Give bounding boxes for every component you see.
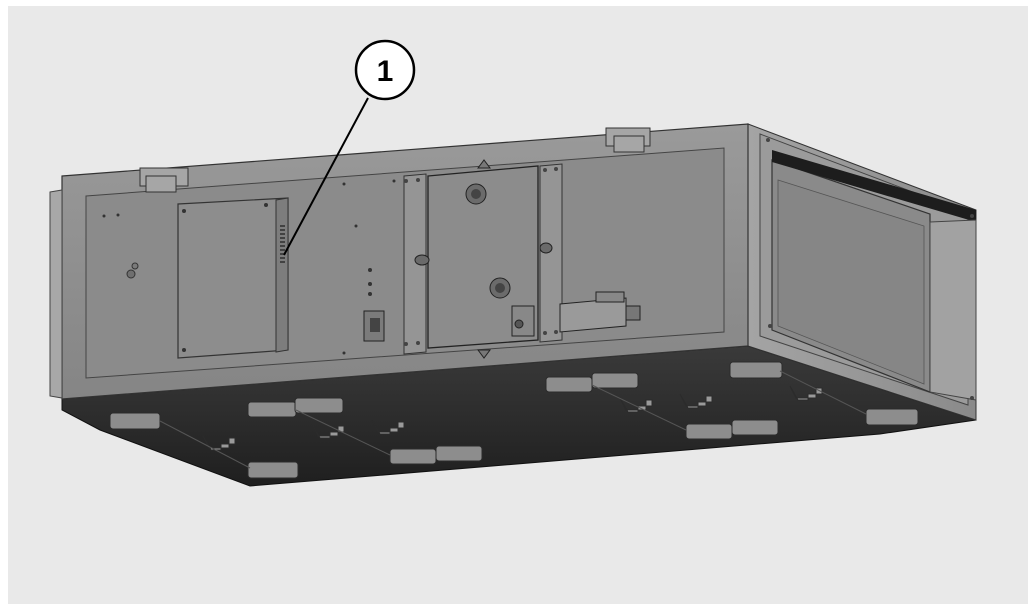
- panel-details: [102, 179, 396, 355]
- corner-screws: [404, 138, 974, 400]
- control-box: [177, 197, 289, 359]
- damper-actuator: [559, 291, 641, 333]
- panel-rails: [403, 163, 563, 355]
- mounting-hooks: [202, 385, 823, 451]
- callout-circle: [354, 39, 416, 101]
- duct-top-lip: [772, 150, 976, 222]
- underside-rails: [159, 370, 867, 469]
- access-door: [414, 159, 553, 359]
- left-flange: [49, 189, 63, 399]
- duct-opening-inner: [777, 179, 925, 385]
- callout-label: 1: [377, 55, 394, 88]
- top-hinges: [139, 127, 651, 193]
- side-flange: [929, 219, 977, 401]
- mounting-feet: [109, 361, 919, 479]
- louvre-slots: [280, 225, 285, 263]
- callout-leader-line: [283, 97, 369, 256]
- switch-module: [363, 310, 385, 342]
